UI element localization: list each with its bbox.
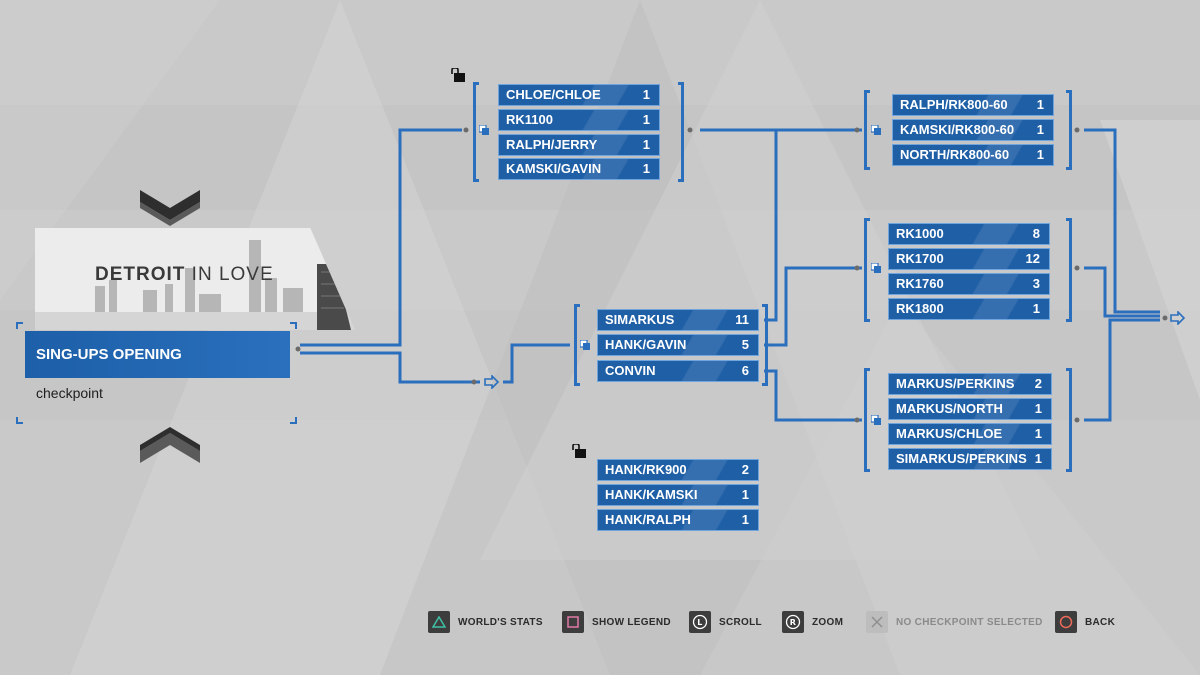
node-icon — [580, 340, 590, 350]
node-bracket — [864, 90, 870, 170]
node-bracket — [678, 82, 684, 182]
node-icon — [871, 263, 881, 273]
node-bracket — [574, 304, 580, 386]
show-legend-button[interactable]: SHOW LEGEND — [562, 610, 671, 634]
zoom-label: ZOOM — [812, 616, 844, 628]
node-bracket — [1066, 218, 1072, 322]
svg-text:R: R — [790, 618, 796, 627]
scroll-hint[interactable]: L SCROLL — [689, 610, 762, 634]
chapter-name-box[interactable]: SING-UPS OPENING — [25, 331, 290, 378]
worlds-stats-button[interactable]: WORLD'S STATS — [428, 610, 543, 634]
show-legend-label: SHOW LEGEND — [592, 616, 671, 628]
chevron-up-icon[interactable] — [140, 427, 200, 463]
cross-button-icon — [866, 611, 888, 633]
lock-icon — [451, 68, 465, 82]
square-button-icon — [562, 611, 584, 633]
chevron-down-icon[interactable] — [140, 190, 200, 226]
node-bracket — [762, 304, 768, 386]
node-bracket — [1066, 90, 1072, 170]
card-corner — [290, 322, 297, 329]
worlds-stats-label: WORLD'S STATS — [458, 616, 543, 628]
arrow-right-icon — [484, 375, 500, 389]
l-stick-icon: L — [689, 611, 711, 633]
back-label: BACK — [1085, 616, 1116, 628]
node-icon — [479, 125, 489, 135]
card-corner — [16, 322, 23, 329]
arrow-right-icon — [1170, 311, 1186, 325]
lock-icon — [572, 444, 586, 458]
node-bracket — [864, 368, 870, 472]
banner-title: DETROIT IN LOVE — [95, 264, 274, 285]
circle-button-icon — [1055, 611, 1077, 633]
node-icon — [871, 415, 881, 425]
node-bracket — [1066, 368, 1072, 472]
svg-text:L: L — [697, 618, 702, 627]
node-icon — [871, 125, 881, 135]
card-corner — [290, 417, 297, 424]
card-corner — [16, 417, 23, 424]
node-bracket — [473, 82, 479, 182]
triangle-button-icon — [428, 611, 450, 633]
zoom-hint[interactable]: R ZOOM — [782, 610, 843, 634]
scroll-label: SCROLL — [719, 616, 762, 628]
node-bracket — [864, 218, 870, 322]
back-button[interactable]: BACK — [1055, 610, 1115, 634]
checkpoint-label: checkpoint — [36, 385, 103, 401]
no-checkpoint-label: NO CHECKPOINT SELECTED — [896, 616, 1043, 628]
chapter-name: SING-UPS OPENING — [36, 346, 182, 363]
select-checkpoint-button: NO CHECKPOINT SELECTED — [866, 610, 1043, 634]
r-stick-icon: R — [782, 611, 804, 633]
chapter-banner: DETROIT IN LOVE — [35, 228, 355, 330]
city-skyline-image — [35, 228, 355, 330]
